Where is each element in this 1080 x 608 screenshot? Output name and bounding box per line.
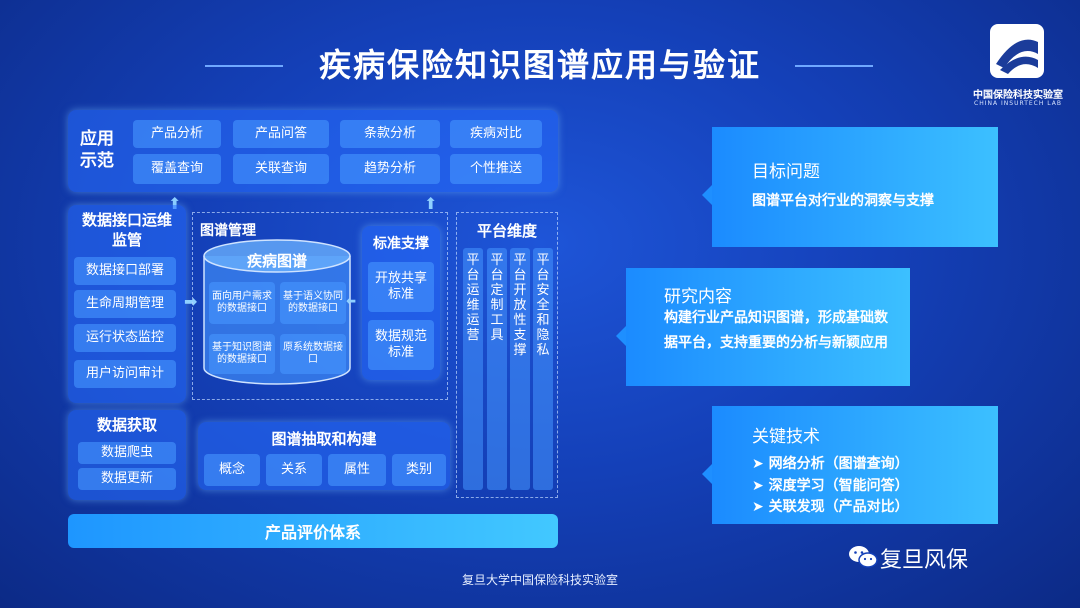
bullet-icon: ➤: [752, 477, 769, 494]
tech-item: ➤ 关联发现（产品对比）: [752, 499, 909, 516]
title-line-right: [795, 65, 873, 67]
logo-name-cn: 中国保险科技实验室: [973, 90, 1063, 101]
graph-mgmt-frame: [192, 212, 448, 400]
tech-title: 关键技术: [752, 427, 820, 447]
extract-item-concept: 概念: [204, 454, 260, 486]
tech-item: ➤ 深度学习（智能问答）: [752, 477, 909, 494]
app-item-trend-analysis: 趋势分析: [340, 154, 440, 184]
footer-text: 复旦大学中国保险科技实验室: [461, 573, 618, 587]
tech-item: ➤ 网络分析（图谱查询）: [752, 456, 909, 472]
app-demo-header: 应用示范: [80, 129, 114, 171]
page-title: 疾病保险知识图谱应用与验证: [318, 46, 761, 84]
logo-name-en: CHINA INSURTECH LAB: [974, 100, 1062, 107]
graph-item-semantic: 基于语义协同的数据接口: [280, 282, 346, 324]
standard-item-data-spec: 数据规范标准: [368, 320, 434, 370]
graph-db-title: 疾病图谱: [246, 252, 307, 270]
right-arrow-icon: ➡: [184, 292, 198, 311]
wechat-icon: [848, 544, 878, 574]
acquire-header: 数据获取: [96, 416, 157, 434]
platform-header: 平台维度: [476, 222, 537, 240]
eval-bar: 产品评价体系: [68, 514, 558, 548]
up-arrow-icon: ⬆: [424, 194, 438, 213]
standard-header: 标准支撑: [373, 236, 429, 252]
graph-mgmt-header: 图谱管理: [200, 223, 256, 239]
app-item-disease-compare: 疾病对比: [450, 120, 542, 148]
research-box: 研究内容 构建行业产品知识图谱，形成基础数据平台，支持重要的分析与新颖应用: [616, 268, 910, 386]
platform-frame: [456, 212, 558, 498]
research-title: 研究内容: [664, 287, 732, 307]
app-item-relation-query: 关联查询: [233, 154, 329, 184]
research-body: 构建行业产品知识图谱，形成基础数据平台，支持重要的分析与新颖应用: [664, 310, 888, 351]
acquire-item-crawler: 数据爬虫: [78, 442, 176, 464]
wechat-account: 复旦风保: [880, 548, 969, 573]
lab-logo-icon: [990, 24, 1044, 78]
standard-item-open-share: 开放共享标准: [368, 262, 434, 312]
platform-item-ops: 平台运维运营: [463, 248, 483, 490]
extract-item-category: 类别: [392, 454, 446, 486]
graph-item-user-demand: 面向用户需求的数据接口: [209, 282, 275, 324]
app-item-clause-analysis: 条款分析: [340, 120, 440, 148]
goal-body: 图谱平台对行业的洞察与支撑: [752, 193, 934, 209]
graph-item-knowledge: 基于知识图谱的数据接口: [209, 334, 275, 374]
platform-item-tools: 平台定制工具: [487, 248, 507, 490]
extract-item-attribute: 属性: [328, 454, 386, 486]
app-item-personal-push: 个性推送: [450, 154, 542, 184]
goal-title: 目标问题: [752, 162, 820, 182]
app-item-product-analysis: 产品分析: [133, 120, 221, 148]
graph-item-legacy: 原系统数据接口: [280, 334, 346, 374]
acquire-item-update: 数据更新: [78, 468, 176, 490]
app-item-coverage-query: 覆盖查询: [133, 154, 221, 184]
monitor-item-audit: 用户访问审计: [74, 360, 176, 388]
bullet-icon: ➤: [752, 456, 769, 472]
extract-header: 图谱抽取和构建: [271, 430, 377, 448]
bullet-icon: ➤: [752, 499, 769, 516]
monitor-item-deploy: 数据接口部署: [74, 257, 176, 285]
monitor-header: 数据接口运维监管: [82, 211, 173, 249]
tech-box: 关键技术 ➤ 网络分析（图谱查询） ➤ 深度学习（智能问答） ➤ 关联发现（产品…: [702, 406, 998, 524]
left-arrow-icon: ⬅: [346, 294, 357, 308]
title-line-left: [205, 65, 283, 67]
extract-item-relation: 关系: [266, 454, 322, 486]
app-item-product-qa: 产品问答: [233, 120, 329, 148]
monitor-item-status: 运行状态监控: [74, 324, 176, 352]
goal-box: 目标问题 图谱平台对行业的洞察与支撑: [702, 127, 998, 247]
monitor-item-lifecycle: 生命周期管理: [74, 290, 176, 318]
platform-item-open: 平台开放性支撑: [510, 248, 530, 490]
platform-item-security: 平台安全和隐私: [533, 248, 553, 490]
tech-list: ➤ 网络分析（图谱查询） ➤ 深度学习（智能问答） ➤ 关联发现（产品对比）: [752, 454, 909, 519]
